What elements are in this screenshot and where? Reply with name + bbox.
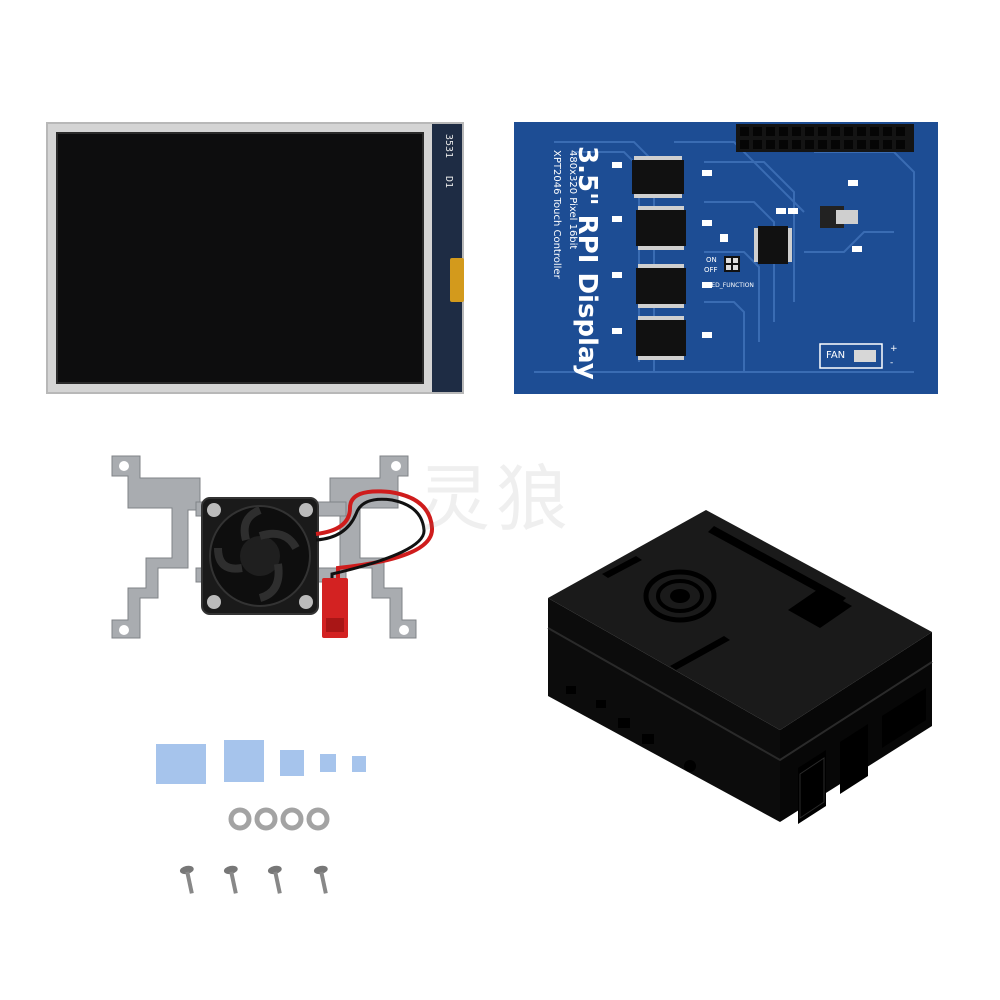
cooling-fan-icon [201,497,319,615]
pcb-controller: XPT2046 Touch Controller [551,150,562,279]
fan-minus-label: - [890,358,894,368]
thermal-pad-small-2 [352,756,366,772]
screws [179,865,328,894]
lcd-led-mark: D1 [443,176,454,189]
pcb-board-back: 3.5" RPI Display 480x320 Pixel 16bit XPT… [514,122,938,394]
lcd-glass [56,132,424,384]
lcd-screen-front: 3531 D1 [46,122,464,394]
switch-off-label: OFF [704,266,718,274]
thermal-pad-large-1 [156,744,206,784]
lcd-model-code: 3531 [443,134,454,159]
watermark: 灵狼 [418,457,575,541]
washers [228,807,330,831]
fan-plus-label: + [890,344,898,354]
thermal-pad-large-2 [224,740,264,782]
washer-icon [228,807,330,831]
pcb-traces [534,124,915,373]
screw-icon [179,865,328,894]
thermal-pad-small-1 [320,754,336,772]
pcb-resolution: 480x320 Pixel 16bit [567,150,578,250]
lcd-flex-cable [450,258,464,302]
fan-bracket-assembly [111,455,434,639]
thermal-pad-medium [280,750,304,776]
switch-on-label: ON [706,256,717,264]
fan-label: FAN [826,350,846,361]
led-function-label: LED_FUNCTION [708,282,754,289]
case-icon [547,510,933,824]
black-case [547,510,933,824]
fan-wire-icon [315,489,434,638]
